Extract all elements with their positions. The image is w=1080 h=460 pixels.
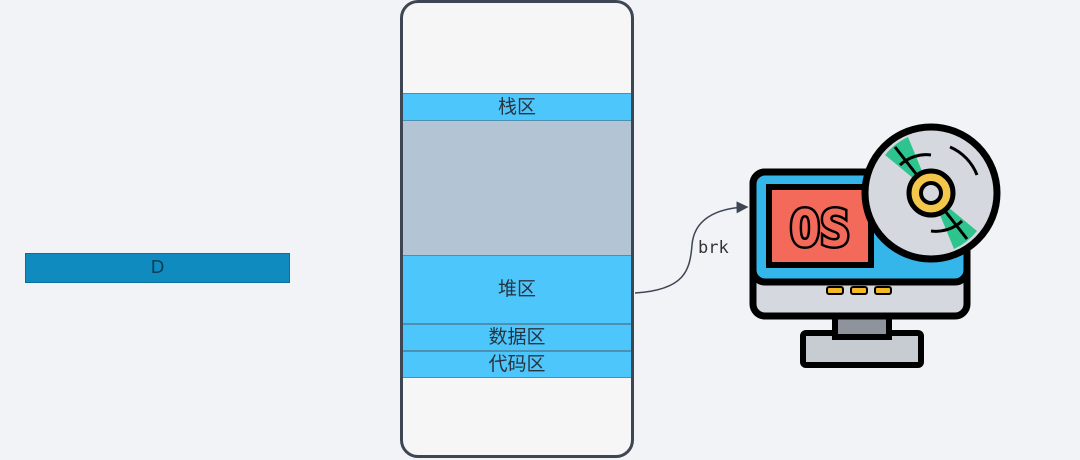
brk-arrow: [634, 201, 749, 294]
free-space: [403, 121, 631, 255]
d-bar: D: [25, 253, 290, 283]
os-computer-icon: OS: [749, 123, 1001, 368]
svg-text:OS: OS: [790, 200, 850, 258]
stack-segment: 栈区: [403, 93, 631, 121]
heap-segment: 堆区: [403, 255, 631, 324]
data-segment: 数据区: [403, 324, 631, 351]
code-segment: 代码区: [403, 351, 631, 378]
brk-label: brk: [698, 238, 729, 258]
process-memory-layout: 栈区 堆区 数据区 代码区: [400, 0, 634, 458]
